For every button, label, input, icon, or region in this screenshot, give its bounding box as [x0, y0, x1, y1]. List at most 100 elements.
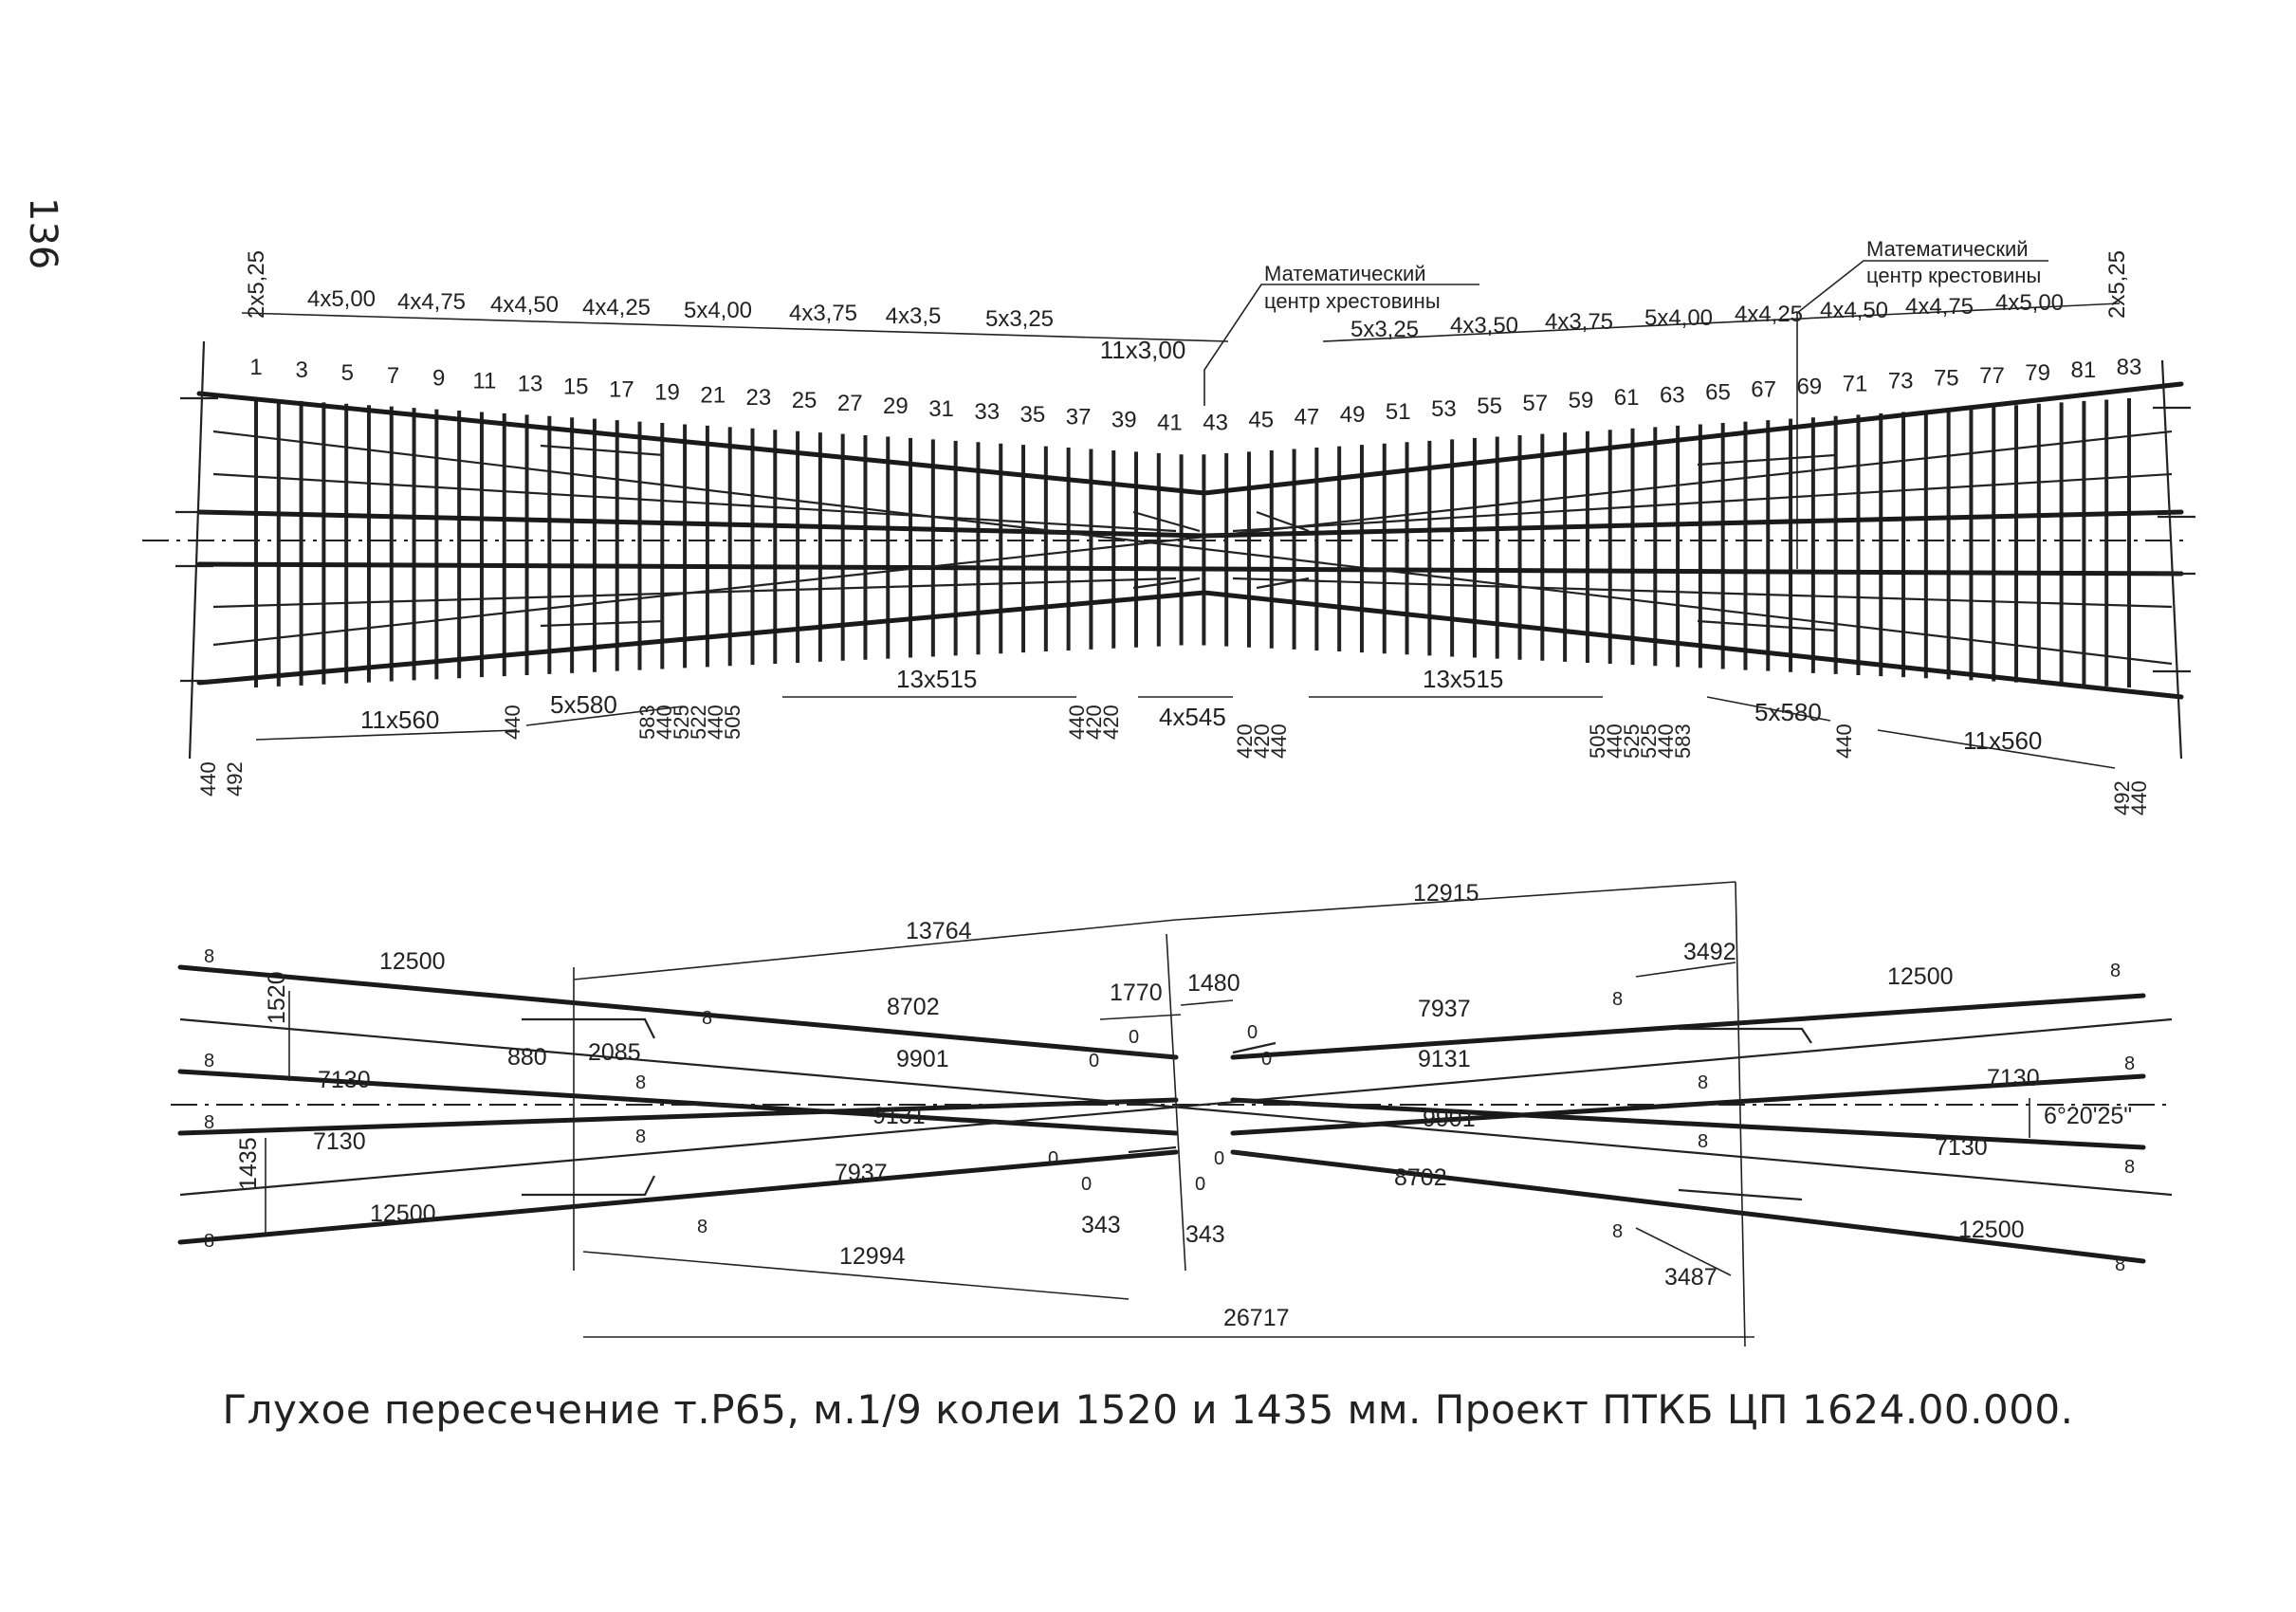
dim-d12500_tr: 12500: [1887, 963, 1954, 990]
vertical-dim-left: 492: [223, 761, 247, 797]
dim-left-5x580: 5x580: [550, 690, 617, 719]
tie-number: 33: [974, 399, 1000, 425]
tie-number: 77: [1979, 363, 2005, 389]
drawing-caption: Глухое пересечение т.Р65, м.1/9 колеи 15…: [222, 1386, 2074, 1433]
joint-mark: 8: [204, 1051, 214, 1072]
vertical-dim-left: 522: [687, 705, 710, 740]
zero-mark: 0: [1089, 1051, 1099, 1072]
tie-number: 79: [2025, 360, 2050, 386]
dim-d7130_br: 7130: [1935, 1134, 1988, 1161]
dim-d343_right: 343: [1185, 1221, 1225, 1248]
math-center-label-1: Математический: [1264, 262, 1426, 285]
top-bottom-dimensions: 11x560 5x580 13x515 4x545 13x515 5x580 1…: [255, 665, 2116, 769]
math-center-leader: [1203, 284, 1479, 406]
joint-mark: 8: [2124, 1157, 2135, 1178]
tie-number: 13: [518, 372, 543, 397]
dim-d12500_br: 12500: [1958, 1217, 2025, 1243]
tie-number: 27: [837, 391, 863, 416]
dim-d9901_mid: 9901: [1423, 1106, 1476, 1132]
dim-d12994: 12994: [839, 1243, 906, 1270]
dim-d8702_top: 8702: [887, 994, 940, 1020]
joint-mark: 8: [204, 1112, 214, 1133]
tie-number: 41: [1157, 411, 1183, 436]
joint-mark: 8: [1698, 1072, 1708, 1093]
joint-mark: 8: [1698, 1131, 1708, 1152]
dim-left-13x515: 13x515: [896, 665, 977, 693]
vertical-dim-right: 440: [1267, 724, 1291, 759]
zero-mark: 0: [1261, 1049, 1272, 1070]
dim-d3487: 3487: [1664, 1264, 1717, 1291]
vertical-dim-right: 440: [2127, 780, 2151, 815]
spacing-label-right: 5x4,00: [1644, 305, 1713, 331]
dim-d8702_bot: 8702: [1394, 1164, 1447, 1191]
spacing-label-right: 4x3,75: [1545, 309, 1613, 335]
zero-mark: 0: [1129, 1027, 1139, 1048]
dim-d26717: 26717: [1223, 1305, 1290, 1331]
joint-mark: 8: [1612, 989, 1623, 1010]
tie-number: 11: [472, 369, 496, 394]
tie-number: 29: [883, 394, 909, 419]
dim-d9131_mid: 9131: [872, 1103, 926, 1129]
zero-mark: 0: [1195, 1174, 1205, 1195]
tie-number: 25: [792, 388, 817, 413]
dim-d343_left: 343: [1081, 1212, 1121, 1238]
dim-angle: 6°20'25": [2044, 1103, 2132, 1129]
vertical-dim-right: 440: [1603, 724, 1626, 759]
tie-number: 63: [1660, 382, 1685, 408]
tie-number: 49: [1340, 402, 1366, 428]
tie-number: 67: [1751, 376, 1776, 402]
tie-number: 59: [1569, 388, 1594, 413]
vertical-dim-left: 440: [196, 761, 220, 797]
tie-number: 9: [432, 366, 445, 392]
dim-d12500_tl: 12500: [379, 948, 446, 975]
spacing-label-left: 4x3,75: [789, 301, 857, 326]
vertical-dim-left: 583: [635, 705, 659, 740]
dim-d13764: 13764: [906, 918, 972, 944]
vertical-dim-left: 440: [652, 705, 676, 740]
vertical-dim-right: 525: [1620, 724, 1644, 759]
dim-d9901_top: 9901: [896, 1046, 949, 1072]
dim-right-13x515: 13x515: [1423, 665, 1503, 693]
spacing-center-label: 11x3,00: [1100, 336, 1186, 364]
dim-center-4x545: 4x545: [1159, 703, 1226, 731]
vertical-dim-left: 440: [704, 705, 727, 740]
tie-number: 65: [1705, 379, 1731, 405]
rails-top: [142, 340, 2195, 760]
spacing-label-left: 4x4,50: [490, 292, 559, 318]
dim-d1520: 1520: [264, 971, 290, 1024]
joint-mark: 8: [2124, 1053, 2135, 1074]
joint-mark: 8: [635, 1127, 646, 1147]
vertical-dim-right: 440: [1832, 724, 1856, 759]
dim-d2085: 2085: [588, 1039, 641, 1066]
zero-mark: 0: [1247, 1022, 1258, 1043]
tie-number: 69: [1796, 374, 1822, 399]
dim-d7130_tl: 7130: [318, 1067, 371, 1093]
joint-mark: 8: [702, 1008, 712, 1029]
dim-d3492: 3492: [1683, 939, 1736, 965]
zero-mark: 0: [1214, 1148, 1224, 1169]
math-center-label-2: центр хрестовины: [1264, 289, 1441, 313]
tie-number: 47: [1295, 405, 1320, 430]
vertical-dim-right: 492: [2110, 780, 2134, 815]
dim-left-11x560: 11x560: [360, 705, 439, 734]
joint-mark: 8: [697, 1217, 707, 1237]
vertical-dim-right: 505: [1586, 724, 1609, 759]
joint-mark: 8: [2115, 1255, 2125, 1275]
tie-number: 57: [1522, 391, 1548, 416]
spacing-label-right: 4x4,50: [1820, 298, 1888, 323]
tie-number: 3: [295, 357, 307, 383]
vertical-dim-left: 525: [670, 705, 693, 740]
tie-number: 51: [1386, 399, 1411, 425]
dim-d7130_tr: 7130: [1987, 1065, 2040, 1091]
dim-d1480: 1480: [1187, 970, 1240, 997]
tie-number: 5: [341, 360, 354, 386]
dim-right-11x560: 11x560: [1963, 726, 2042, 755]
